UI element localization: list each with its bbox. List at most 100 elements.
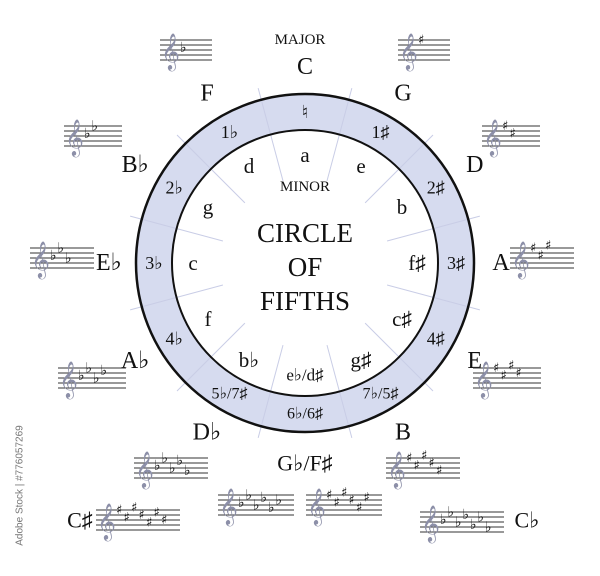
flat-icon: ♭ (276, 493, 283, 509)
key-signature-staff: 𝄞♭♭ (64, 118, 122, 157)
minor-key-label: a (300, 143, 310, 167)
minor-key-label: g♯ (351, 348, 373, 372)
flat-icon: ♭ (93, 371, 100, 387)
flat-icon: ♭ (261, 490, 268, 506)
sharp-icon: ♯ (139, 508, 145, 523)
flat-icon: ♭ (50, 248, 57, 264)
key-signature-staff: 𝄞♯ (398, 32, 450, 71)
sharp-icon: ♯ (502, 119, 508, 134)
flat-icon: ♭ (478, 510, 485, 526)
major-key-label: F (200, 80, 213, 106)
sharp-icon: ♯ (334, 496, 340, 511)
flat-icon: ♭ (58, 241, 65, 257)
ring-accidental-label: 5♭/7♯ (212, 385, 248, 402)
flat-icon: ♭ (253, 498, 260, 514)
sharp-icon: ♯ (510, 127, 516, 142)
minor-key-label: f (205, 307, 212, 331)
flat-icon: ♭ (65, 251, 72, 267)
major-key-label: D (466, 152, 483, 178)
ring-accidental-label: 4♭ (165, 329, 183, 349)
inner-ring-border (171, 129, 439, 397)
minor-key-label: c♯ (392, 307, 412, 331)
key-signature-staff: 𝄞♭♭♭♭♭♭♭ (420, 504, 504, 543)
flat-icon: ♭ (485, 520, 492, 536)
key-signature-staff: 𝄞♯♯ (482, 118, 540, 157)
minor-key-label: e (356, 154, 365, 178)
ring-accidental-label: 1♭ (221, 122, 239, 142)
key-signature-staff: 𝄞♯♯♯♯♯♯ (306, 486, 382, 526)
minor-key-label: f♯ (408, 251, 426, 275)
major-key-label: E♭ (96, 250, 122, 276)
flat-icon: ♭ (154, 458, 161, 474)
treble-clef-icon: 𝄞 (387, 450, 406, 489)
major-key-label: B♭ (122, 152, 149, 178)
minor-key-label: d (244, 154, 255, 178)
flat-icon: ♭ (238, 495, 245, 511)
flat-icon: ♭ (463, 507, 470, 523)
title-line: CIRCLE (257, 218, 353, 248)
flat-icon: ♭ (78, 368, 85, 384)
flat-icon: ♭ (169, 461, 176, 477)
ring-accidental-label: 6♭/6♯ (287, 406, 323, 423)
minor-key-label: b♭ (239, 348, 259, 372)
flat-icon: ♭ (455, 515, 462, 531)
flat-icon: ♭ (180, 40, 187, 56)
major-key-label: A (492, 250, 510, 276)
flat-icon: ♭ (177, 453, 184, 469)
treble-clef-icon: 𝄞 (307, 487, 326, 526)
treble-clef-icon: 𝄞 (135, 450, 154, 489)
sharp-icon: ♯ (364, 491, 370, 506)
key-signature-staff: 𝄞♭♭♭♭♭♭ (218, 487, 294, 526)
ring-accidental-label: 2♯ (427, 178, 445, 198)
ring-accidental-label: 3♭ (145, 253, 163, 273)
flat-icon: ♭ (101, 363, 108, 379)
ring-accidental-label: 3♯ (447, 253, 465, 273)
flat-icon: ♭ (268, 500, 275, 516)
sharp-icon: ♯ (356, 501, 362, 516)
treble-clef-icon: 𝄞 (59, 360, 78, 399)
minor-key-label: g (203, 195, 214, 219)
treble-clef-icon: 𝄞 (421, 504, 440, 543)
watermark: Adobe Stock | #776057269 (14, 425, 26, 546)
sharp-icon: ♯ (161, 513, 167, 528)
key-signature-staff: 𝄞♯♯♯♯♯ (386, 449, 460, 489)
sharp-icon: ♯ (131, 501, 137, 516)
key-signature-staff: 𝄞♯♯♯♯ (473, 359, 541, 399)
sharp-icon: ♯ (436, 464, 442, 479)
sharp-icon: ♯ (421, 449, 427, 464)
sharp-icon: ♯ (116, 503, 122, 518)
treble-clef-icon: 𝄞 (399, 32, 418, 71)
major-key-label: C♯ (67, 508, 93, 533)
flat-icon: ♭ (184, 463, 191, 479)
ring-accidental-label: 7♭/5♯ (363, 385, 399, 402)
sharp-icon: ♯ (493, 361, 499, 376)
major-key-label: B (395, 420, 411, 446)
outer-ring-border (134, 92, 476, 434)
key-signature-staff: 𝄞♭♭♭ (30, 240, 94, 279)
flat-icon: ♭ (440, 512, 447, 528)
sharp-icon: ♯ (429, 456, 435, 471)
treble-clef-icon: 𝄞 (161, 32, 180, 71)
major-heading: MAJOR (275, 32, 326, 48)
sharp-icon: ♯ (414, 459, 420, 474)
sharp-icon: ♯ (418, 33, 424, 48)
sharp-icon: ♯ (406, 451, 412, 466)
treble-clef-icon: 𝄞 (483, 118, 502, 157)
flat-icon: ♭ (246, 488, 253, 504)
key-signature-staff: 𝄞♭ (160, 32, 212, 71)
key-signature-staff: 𝄞♭♭♭♭ (58, 360, 126, 399)
key-signature-staff: 𝄞♯♯♯♯♯♯♯ (96, 501, 180, 541)
treble-clef-icon: 𝄞 (474, 360, 493, 399)
treble-clef-icon: 𝄞 (31, 240, 50, 279)
sharp-icon: ♯ (124, 511, 130, 526)
flat-icon: ♭ (470, 517, 477, 533)
major-key-label: G♭/F♯ (277, 451, 333, 476)
treble-clef-icon: 𝄞 (511, 240, 530, 279)
flat-icon: ♭ (84, 126, 91, 142)
ring-accidental-label: 4♯ (427, 329, 445, 349)
treble-clef-icon: 𝄞 (65, 118, 84, 157)
major-key-label: C♭ (514, 508, 539, 533)
sharp-icon: ♯ (545, 239, 551, 254)
